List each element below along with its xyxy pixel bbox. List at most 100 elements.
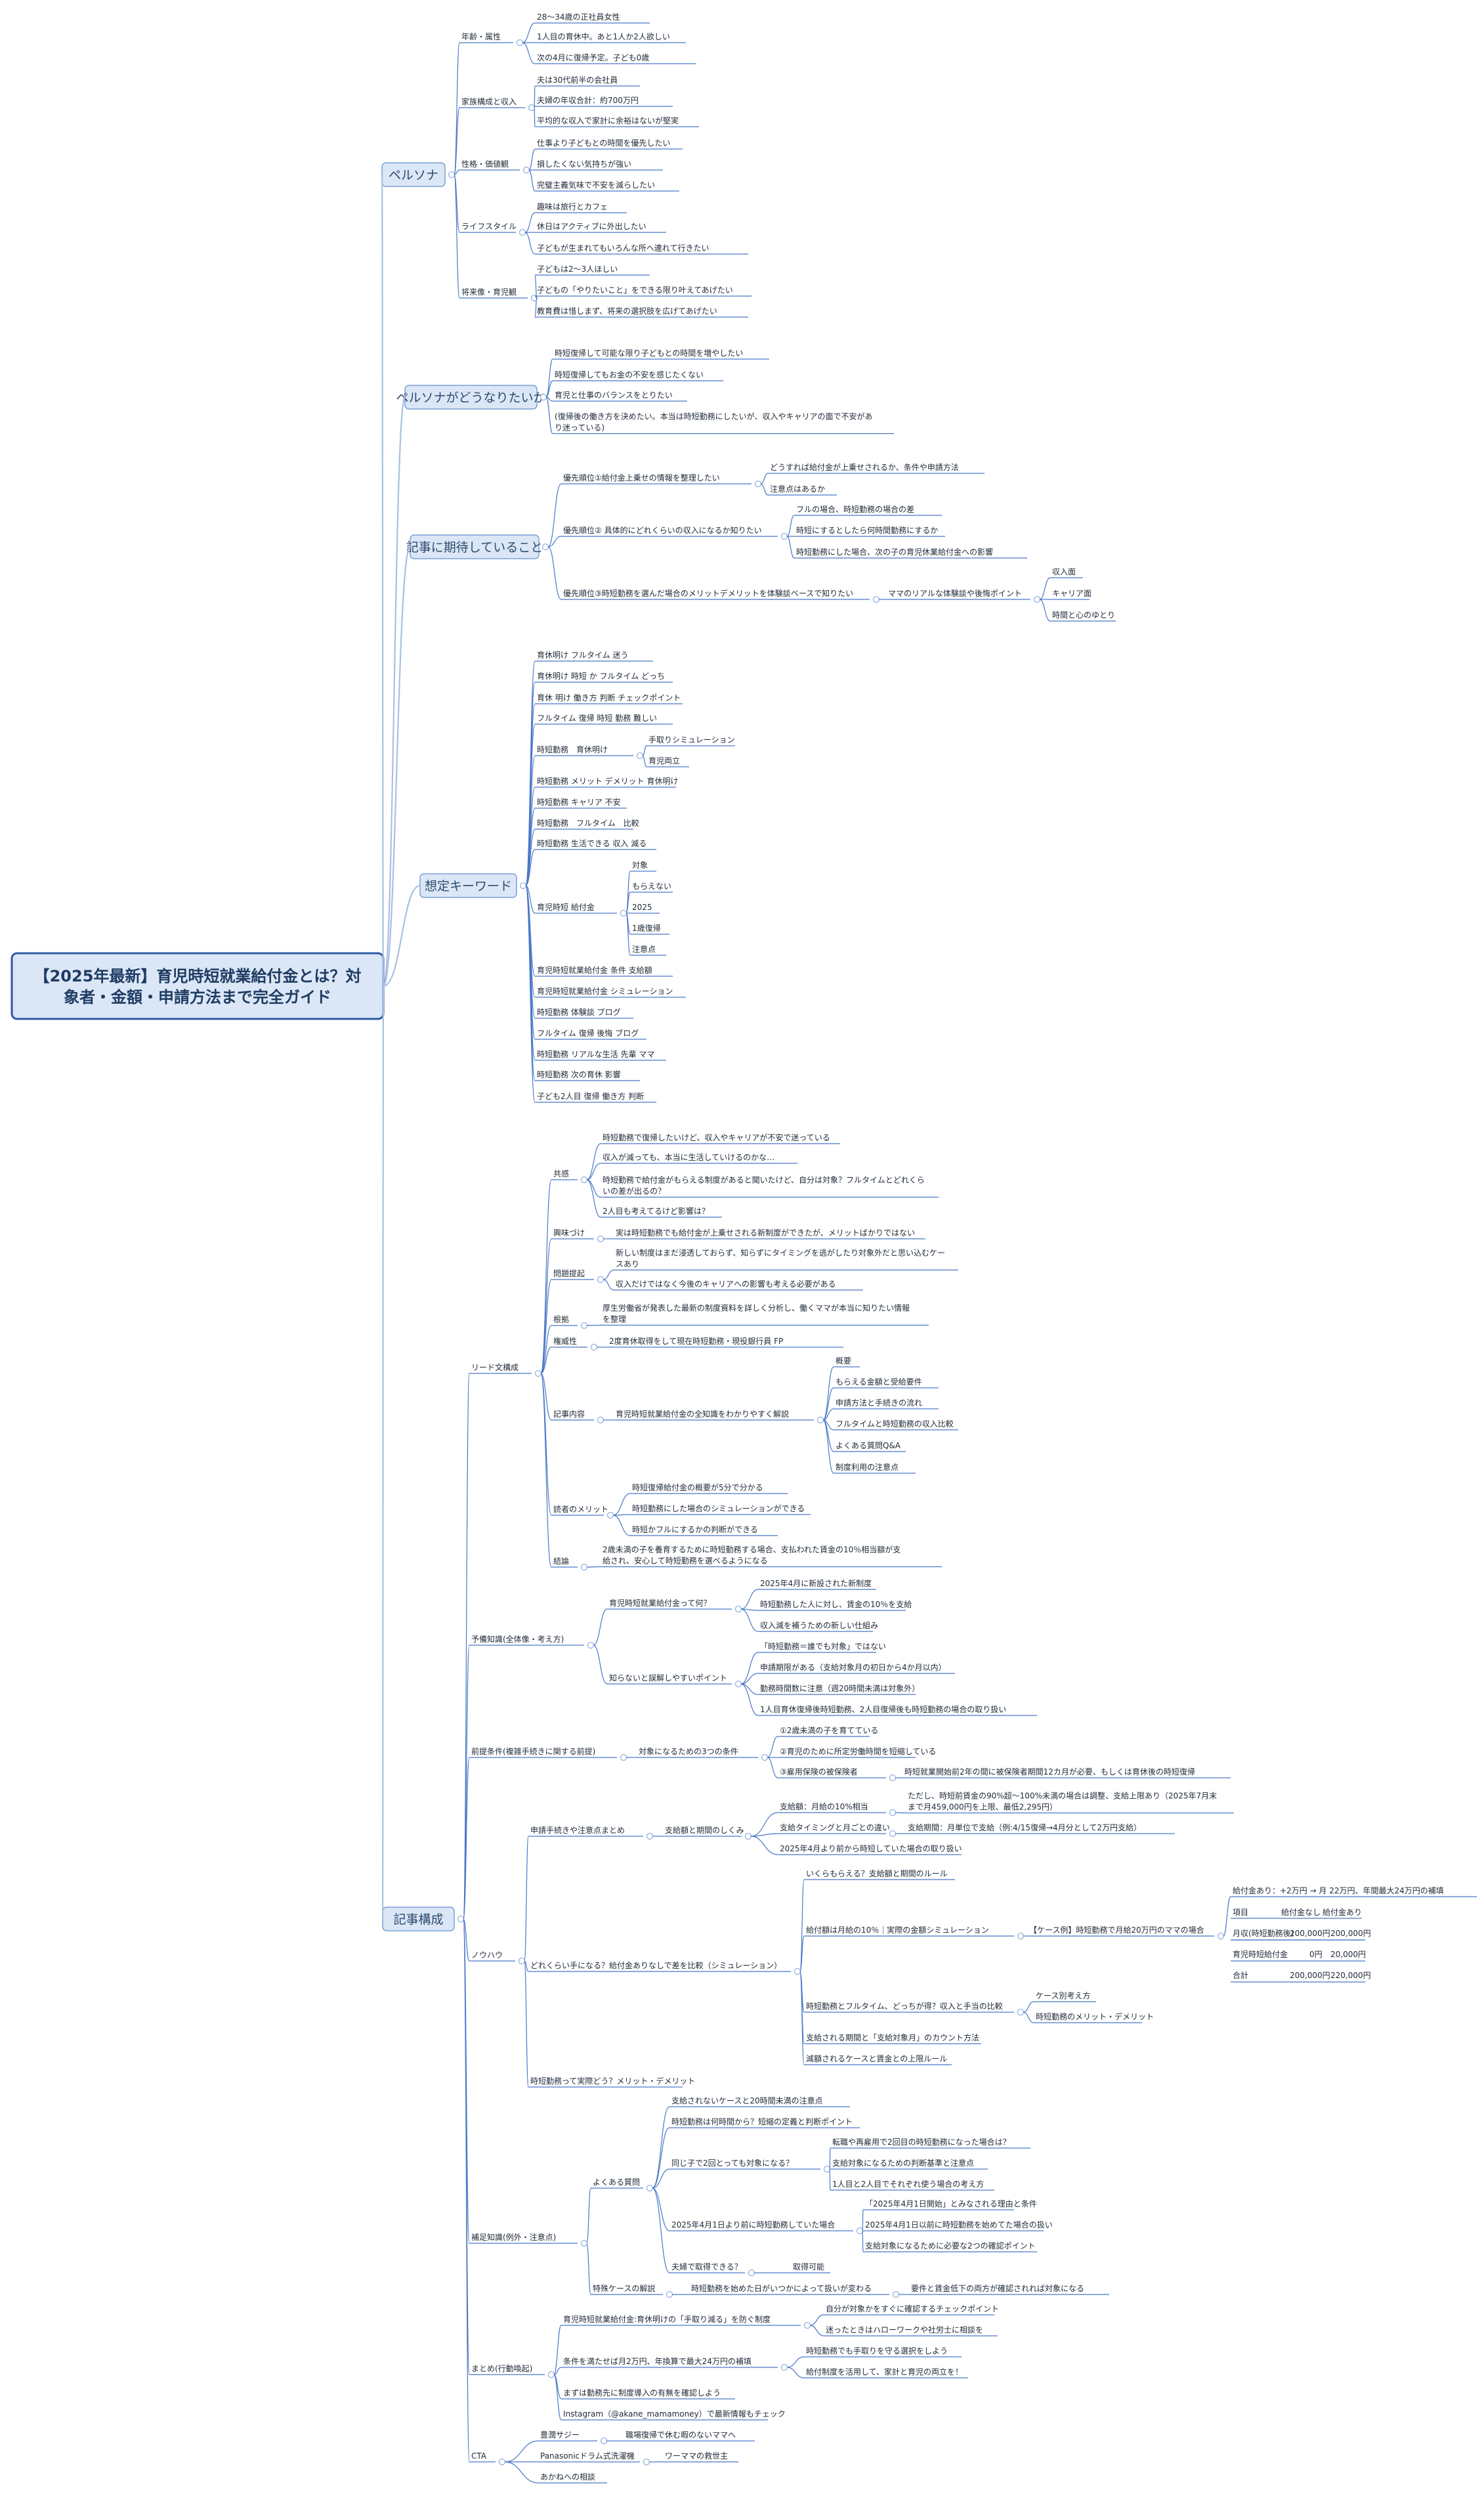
collapse-handle[interactable]	[540, 393, 547, 401]
topic-text: 勤務時間数に注意（週20時間未満は対象外）	[760, 1683, 920, 1693]
topic-text: 収入だけではなく今後のキャリアへの影響も考える必要がある	[616, 1279, 836, 1289]
collapse-handle[interactable]	[580, 1563, 588, 1571]
topic-text: 2025年4月に新設された新制度	[760, 1578, 872, 1588]
collapse-handle[interactable]	[580, 1176, 588, 1184]
collapse-handle[interactable]	[1017, 2008, 1025, 2016]
collapse-handle[interactable]	[872, 595, 880, 603]
collapse-handle[interactable]	[666, 2291, 673, 2298]
connector-line	[586, 1566, 601, 1568]
collapse-handle[interactable]	[498, 2458, 506, 2466]
collapse-handle[interactable]	[597, 1416, 604, 1424]
collapse-handle[interactable]	[534, 1369, 542, 1377]
collapse-handle[interactable]	[889, 1809, 897, 1817]
collapse-handle[interactable]	[620, 909, 627, 917]
topic-text: 2歳未満の子を養育するために時短勤務する場合、支払われた賃金の10％相当額が支	[603, 1545, 901, 1555]
collapse-handle[interactable]	[761, 1754, 769, 1761]
topic-text: 自分が対象かをすぐに確認するチェックポイント	[826, 2304, 999, 2314]
collapse-handle[interactable]	[734, 1680, 742, 1688]
collapse-handle[interactable]	[646, 2184, 654, 2192]
connector-line	[822, 1419, 834, 1474]
connector-line	[524, 212, 536, 233]
connector-line	[545, 380, 553, 398]
topic-text: 子どもは2〜3人ほしい	[537, 265, 618, 274]
connector-line	[524, 1960, 529, 2088]
topic-text: 育児時短 給付金	[537, 902, 595, 912]
topic-text: 育児時短就業給付金:育休明けの「手取り減る」を防ぐ制度	[563, 2314, 771, 2324]
collapse-handle[interactable]	[518, 1957, 526, 1965]
central-topic[interactable]	[11, 952, 385, 1020]
collapse-handle[interactable]	[646, 1832, 654, 1840]
topic-text: 時短勤務で復帰したいけど、収入やキャリアが不安で迷っている	[603, 1132, 830, 1142]
collapse-handle[interactable]	[519, 882, 527, 890]
connector-line	[822, 1387, 834, 1421]
topic-text: 2025年4月1日より前に時短勤務していた場合	[671, 2220, 835, 2229]
collapse-handle[interactable]	[448, 171, 456, 179]
topic-text: どうすれば給付金が上乗せされるか、条件や申請方法	[770, 462, 959, 472]
collapse-handle[interactable]	[541, 543, 549, 551]
topic-text: 迷ったときはハローワークや社労士に相談を	[826, 2325, 983, 2335]
connector-line	[382, 546, 412, 987]
collapse-handle[interactable]	[794, 1968, 801, 1975]
topic-text: 年齢・属性	[461, 32, 501, 41]
collapse-handle[interactable]	[587, 1641, 595, 1649]
connector-line	[586, 2187, 591, 2244]
collapse-handle[interactable]	[547, 2371, 555, 2379]
topic-text: 教育費は惜しまず、将来の選択肢を広げてあげたい	[537, 306, 717, 316]
topic-text: ワーママの救世主	[665, 2451, 728, 2461]
topic-text: 取得可能	[793, 2262, 824, 2272]
collapse-handle[interactable]	[590, 1343, 598, 1351]
collapse-handle[interactable]	[823, 2165, 831, 2173]
collapse-handle[interactable]	[780, 2363, 788, 2371]
connector-line	[586, 1163, 601, 1180]
topic-text: 給付制度を活用して、家計と育児の両立を！	[806, 2367, 963, 2377]
topic-text: フルタイム 復帰 後悔 ブログ	[537, 1028, 639, 1038]
collapse-handle[interactable]	[1217, 1932, 1225, 1940]
collapse-handle[interactable]	[816, 1416, 824, 1424]
topic-text: まとめ(行動喚起)	[471, 2364, 532, 2373]
collapse-handle[interactable]	[856, 2227, 864, 2235]
collapse-handle[interactable]	[892, 2291, 900, 2298]
topic-text: 時短復帰して可能な限り子どもとの時間を増やしたい	[555, 348, 743, 358]
table-cell: 220,000円	[1330, 1971, 1371, 1980]
collapse-handle[interactable]	[780, 532, 788, 540]
collapse-handle[interactable]	[606, 1511, 614, 1519]
topic-text: まで月459,000円を上限、最低2,295円）	[908, 1803, 1057, 1812]
collapse-handle[interactable]	[1033, 595, 1041, 603]
collapse-handle[interactable]	[620, 1754, 627, 1761]
topic-text: 時短勤務って実際どう？メリット・デメリット	[530, 2076, 695, 2086]
collapse-handle[interactable]	[889, 1830, 897, 1838]
topic-text: 【ケース例】時短勤務で月給20万円のママの場合	[1029, 1925, 1204, 1935]
collapse-handle[interactable]	[516, 39, 524, 47]
topic-text: 時短勤務 キャリア 不安	[537, 797, 621, 807]
collapse-handle[interactable]	[643, 2458, 650, 2466]
collapse-handle[interactable]	[744, 1832, 752, 1840]
connector-line	[799, 1935, 805, 1972]
topic-text: 時短復帰してもお金の不安を感じたくない	[555, 370, 704, 379]
collapse-handle[interactable]	[580, 1322, 588, 1329]
connector-line	[862, 2230, 864, 2252]
collapse-handle[interactable]	[580, 2239, 588, 2247]
topic-text: 2025	[632, 903, 652, 912]
collapse-handle[interactable]	[528, 104, 536, 112]
collapse-handle[interactable]	[748, 2269, 755, 2277]
topic-text: 給付額は月給の10％｜実際の金額シミュレーション	[806, 1925, 989, 1935]
collapse-handle[interactable]	[889, 1774, 897, 1782]
collapse-handle[interactable]	[457, 1915, 465, 1923]
topic-text: 転職や再雇用で2回目の時短勤務になった場合は？	[832, 2137, 1011, 2147]
collapse-handle[interactable]	[754, 480, 762, 488]
collapse-handle[interactable]	[597, 1235, 604, 1243]
connector-line	[545, 358, 553, 398]
collapse-handle[interactable]	[803, 2321, 811, 2329]
collapse-handle[interactable]	[519, 228, 526, 236]
topic-text: まずは勤務先に制度導入の有無を確認しよう	[563, 2388, 721, 2398]
collapse-handle[interactable]	[734, 1605, 742, 1613]
connector-line	[381, 173, 385, 987]
collapse-handle[interactable]	[522, 166, 530, 174]
collapse-handle[interactable]	[636, 752, 644, 760]
collapse-handle[interactable]	[600, 2437, 608, 2445]
connector-line	[504, 2440, 539, 2463]
connector-line	[534, 274, 538, 299]
collapse-handle[interactable]	[1017, 1932, 1025, 1940]
topic-text: 損したくない気持ちが強い	[537, 159, 631, 169]
collapse-handle[interactable]	[597, 1276, 604, 1283]
